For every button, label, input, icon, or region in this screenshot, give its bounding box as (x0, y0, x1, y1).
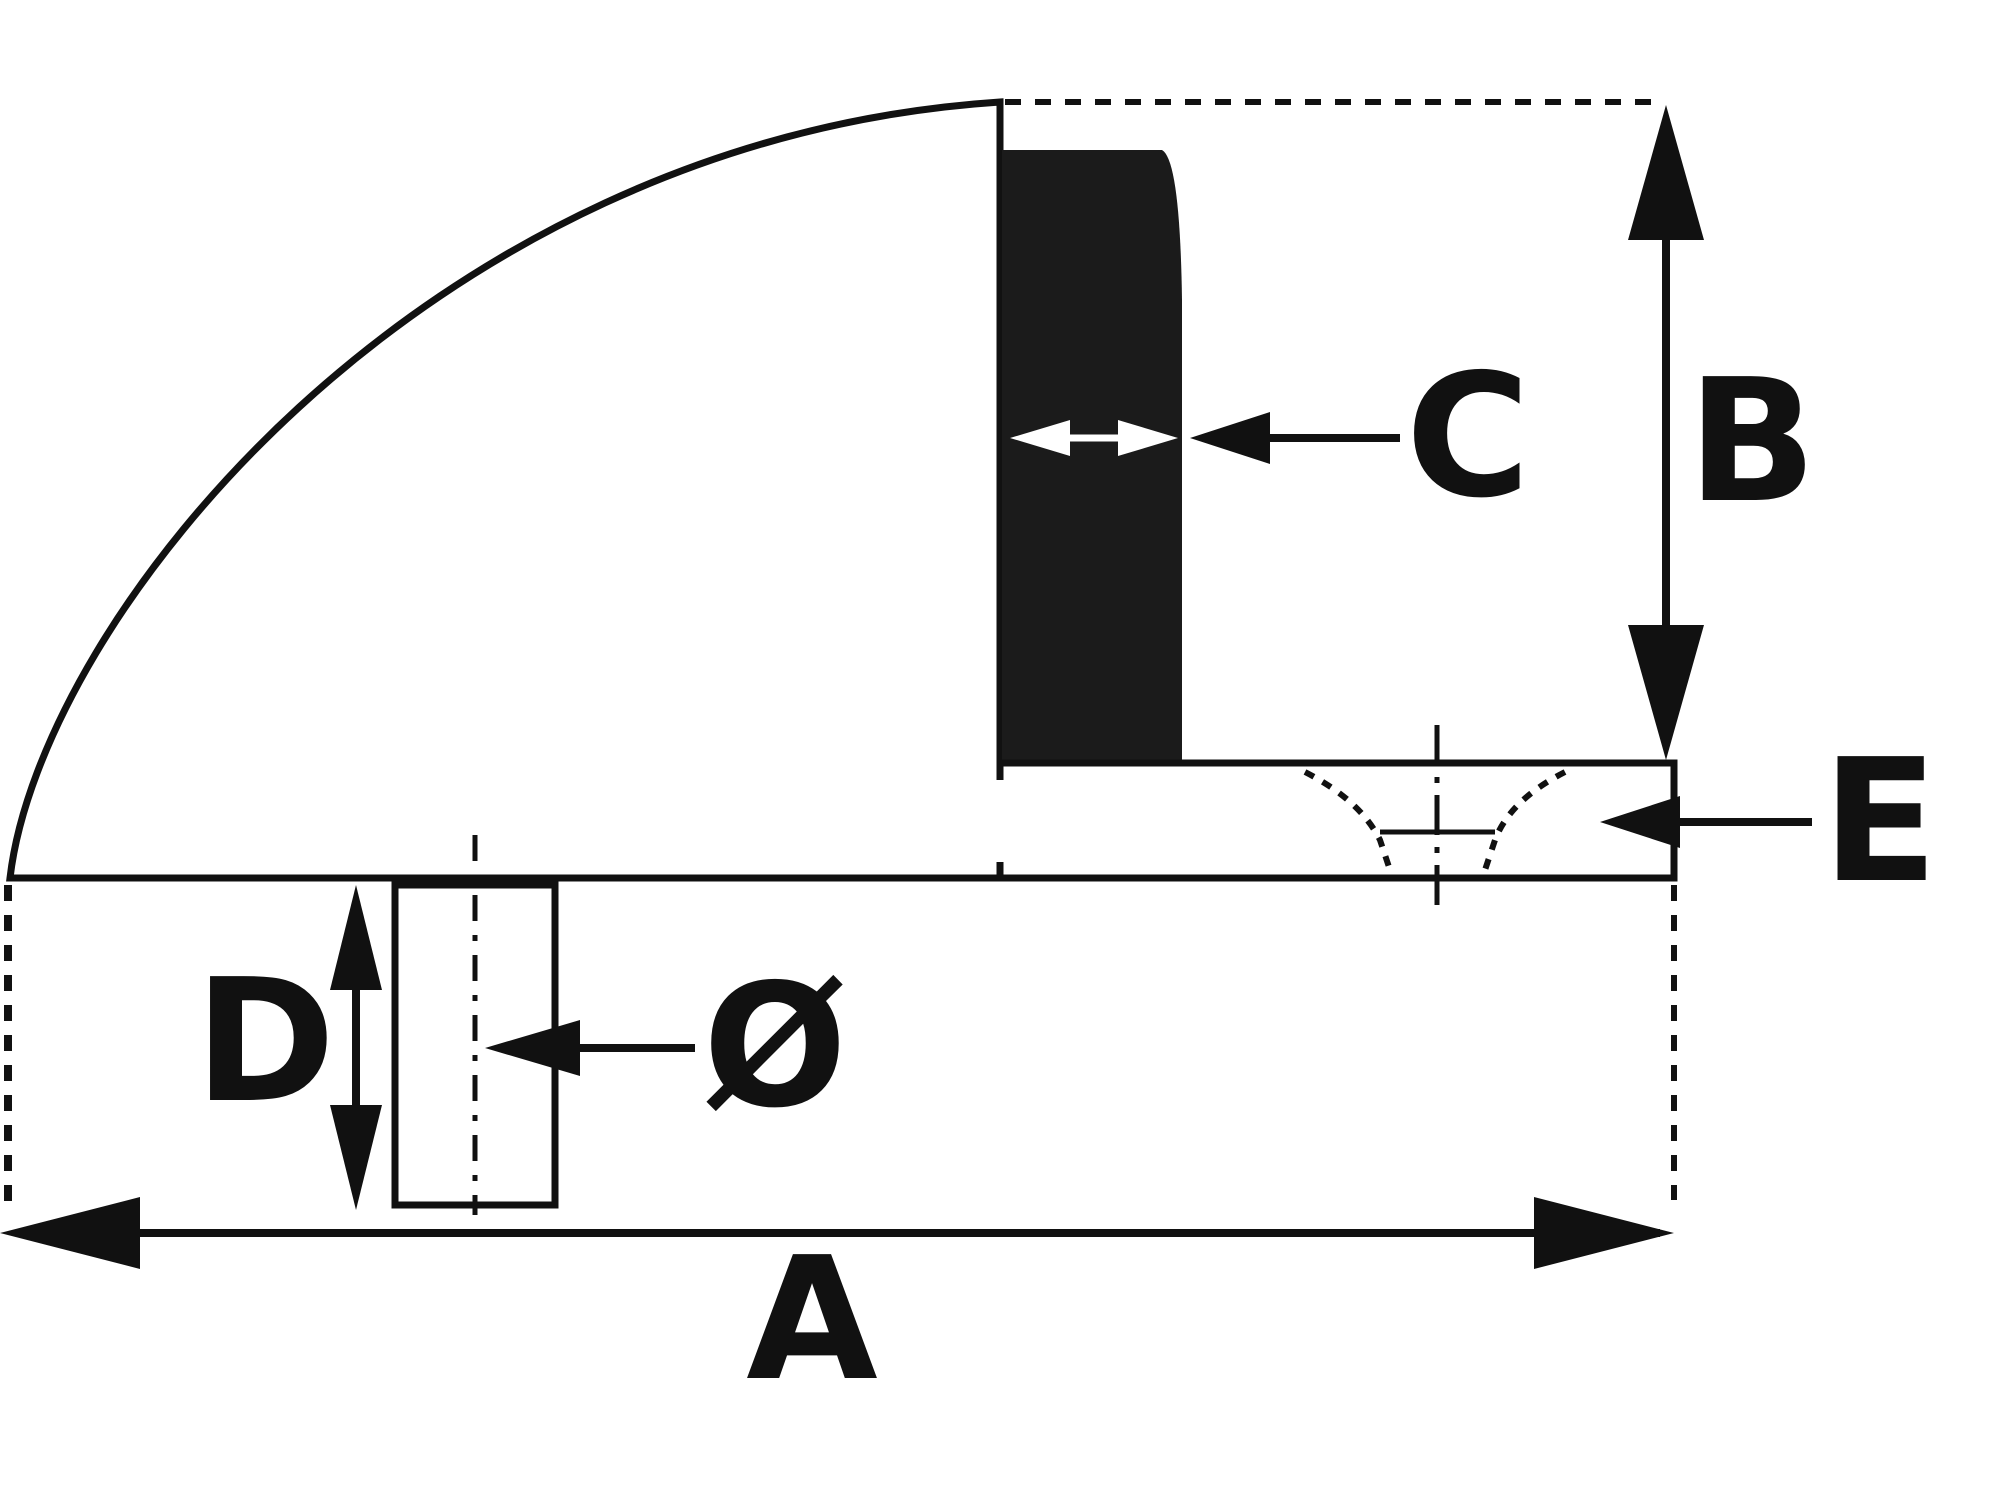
base-plate-outline (10, 759, 1678, 882)
label-a: A (746, 1221, 878, 1419)
label-diameter: Ø (703, 948, 848, 1146)
dimension-a-arrow-left (0, 1197, 140, 1269)
label-c: C (1406, 338, 1531, 536)
dimension-d-arrow-top (330, 885, 382, 990)
dimension-a-arrow-right (1534, 1197, 1674, 1269)
label-b: B (1687, 343, 1817, 541)
label-d: D (194, 943, 335, 1141)
countersink-hole (1303, 769, 1567, 871)
wall-gap (996, 780, 1004, 862)
dimension-d-arrow-bottom (330, 1105, 382, 1210)
dimension-c-inner-arrow-left (1010, 420, 1070, 456)
dimension-b-arrow-bottom (1628, 625, 1704, 760)
stop-body-outline (6, 98, 1004, 882)
dimension-b-arrow-top (1628, 105, 1704, 240)
label-e: E (1822, 723, 1938, 921)
dimension-e-pointer-arrow (1600, 796, 1680, 848)
dimension-c-pointer-arrow (1190, 412, 1270, 464)
diameter-pointer-arrow (485, 1020, 580, 1076)
rubber-bumper (1002, 150, 1182, 760)
dimension-c-inner-arrow-right (1118, 420, 1178, 456)
